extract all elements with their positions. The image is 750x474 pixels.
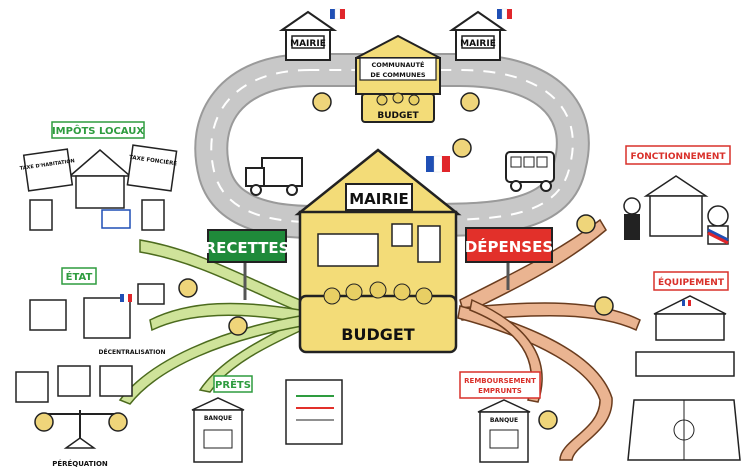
mairie-center-label: MAIRIE	[349, 190, 409, 208]
flag-fr-icon	[426, 155, 450, 173]
etat-label: ÉTAT	[66, 270, 93, 283]
prets-section: PRÊTS BANQUE	[191, 375, 343, 463]
bank-icon: BANQUE	[477, 399, 531, 463]
flag-fr-icon	[497, 8, 512, 20]
mairie-left-building: MAIRIE	[278, 8, 345, 61]
budget-top-label: BUDGET	[377, 111, 419, 121]
banque-right-label: BANQUE	[490, 417, 518, 424]
bus-icon	[505, 151, 555, 192]
bank-icon: BANQUE	[191, 397, 245, 463]
fonctionnement-label: FONCTIONNEMENT	[630, 152, 726, 162]
flag-fr-icon	[120, 294, 132, 302]
equipement-label: ÉQUIPEMENT	[658, 276, 725, 288]
mairie-right-building: MAIRIE	[448, 8, 512, 61]
recettes-label: RECETTES	[205, 239, 290, 257]
mayor-icon	[623, 197, 729, 245]
equipement-section: ÉQUIPEMENT	[627, 271, 741, 461]
school-icon	[653, 295, 727, 341]
impots-locaux-section: IMPÔTS LOCAUX TAXE D'HABITATION TAXE FON…	[19, 121, 178, 231]
flag-fr-icon	[682, 300, 691, 306]
recettes-sign: RECETTES	[205, 229, 290, 300]
money-bag-icon	[452, 138, 472, 158]
depenses-label: DÉPENSES	[465, 237, 553, 256]
communaute-label-line2: DE COMMUNES	[370, 71, 425, 79]
flag-fr-icon	[330, 8, 345, 20]
money-bag-icon	[228, 316, 248, 336]
remboursements-label-line2: EMPRUNTS	[478, 387, 522, 395]
remboursements-label-line1: REMBOURSEMENT	[464, 377, 536, 385]
truck-icon	[245, 157, 303, 196]
mairie-left-label: MAIRIE	[290, 39, 326, 49]
banque-left-label: BANQUE	[204, 415, 232, 422]
perequation-label: PÉRÉQUATION	[52, 459, 108, 468]
impots-locaux-label: IMPÔTS LOCAUX	[52, 124, 144, 137]
money-bag-icon	[460, 92, 480, 112]
communaute-de-communes: COMMUNAUTÉ DE COMMUNES BUDGET	[355, 34, 441, 123]
depenses-sign: DÉPENSES	[465, 227, 553, 290]
money-bag-icon	[594, 296, 614, 316]
mairie-right-label: MAIRIE	[460, 39, 496, 49]
fonctionnement-section: FONCTIONNEMENT	[623, 145, 731, 245]
budget-center-label: BUDGET	[341, 325, 415, 344]
etat-section: ÉTAT DÉCENTRALISATION PÉRÉQUATION	[15, 267, 166, 468]
money-bag-icon	[178, 278, 198, 298]
remboursements-section: REMBOURSEMENT EMPRUNTS BANQUE	[459, 371, 541, 463]
money-bag-icon	[108, 412, 128, 432]
prets-label: PRÊTS	[215, 378, 251, 391]
money-bag-icon	[538, 410, 558, 430]
communaute-label-line1: COMMUNAUTÉ	[372, 60, 425, 69]
money-bag-icon	[312, 92, 332, 112]
decentralisation-label: DÉCENTRALISATION	[99, 348, 166, 356]
mairie-central-building: MAIRIE BUDGET	[294, 148, 462, 354]
money-bag-icon	[576, 214, 596, 234]
basketball-court-icon	[627, 399, 741, 461]
money-bag-icon	[34, 412, 54, 432]
recettes-roots	[118, 239, 303, 405]
